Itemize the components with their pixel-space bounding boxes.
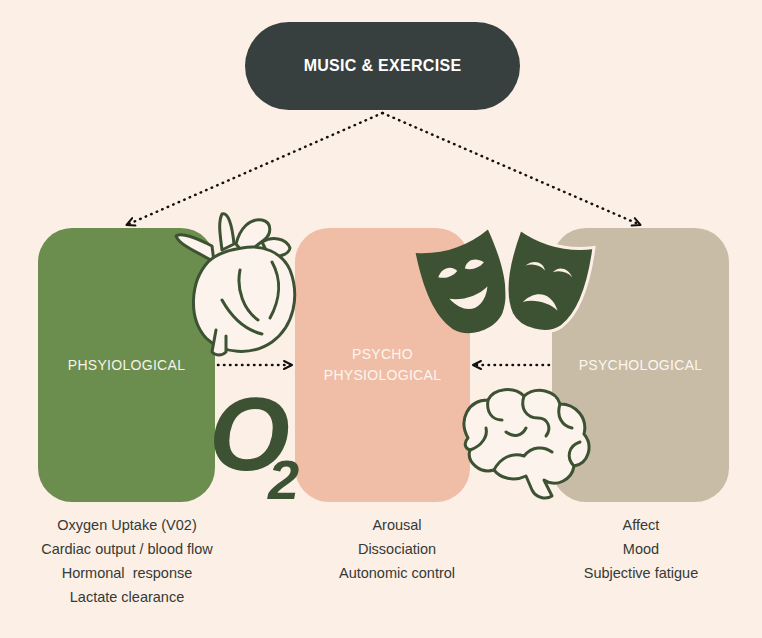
list-item: Hormonal response — [62, 566, 193, 581]
dotted-arrow — [218, 364, 292, 367]
dotted-arrow — [473, 364, 549, 367]
list-item: Autonomic control — [339, 566, 455, 581]
heart-icon — [176, 214, 295, 355]
brain-icon — [464, 390, 589, 498]
node-label: PHSYIOLOGICAL — [68, 355, 186, 376]
category-box: PSYCHOLOGICAL — [552, 228, 729, 502]
theatre-masks-icon — [414, 229, 596, 344]
list-item: Lactate clearance — [70, 590, 184, 605]
node-label: PSYCHO PHYSIOLOGICAL — [320, 344, 445, 386]
list-item: Cardiac output / blood flow — [41, 542, 213, 557]
formula-glyph: 2 — [268, 452, 299, 508]
dotted-arrow — [127, 113, 383, 225]
list-item: Affect — [623, 518, 660, 533]
list-item: Subjective fatigue — [584, 566, 698, 581]
list-item: Dissociation — [358, 542, 436, 557]
dotted-arrow — [383, 113, 641, 225]
title-pill: MUSIC & EXERCISE — [245, 22, 520, 110]
node-label: PSYCHOLOGICAL — [579, 355, 703, 376]
list-item: Arousal — [372, 518, 421, 533]
list-item: Oxygen Uptake (V02) — [57, 518, 196, 533]
list-item: Mood — [623, 542, 659, 557]
category-box: PSYCHO PHYSIOLOGICAL — [295, 228, 470, 502]
category-box: PHSYIOLOGICAL — [38, 228, 215, 502]
node-label: MUSIC & EXERCISE — [304, 54, 462, 78]
